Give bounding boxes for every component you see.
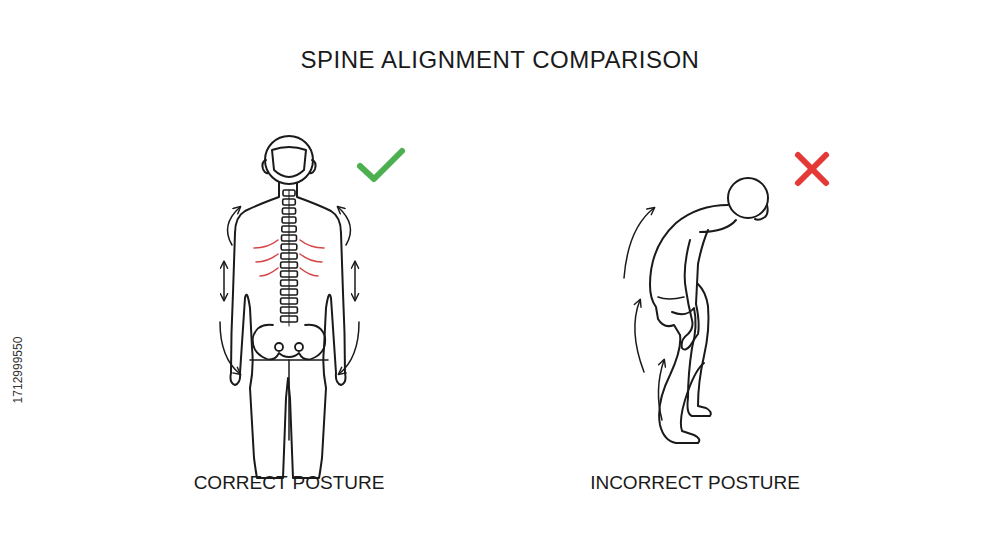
- incorrect-figure: [650, 178, 768, 443]
- spine-vertebrae: [281, 190, 298, 326]
- posture-label: INCORRECT POSTURE: [590, 472, 800, 494]
- movement-arrows: [220, 207, 359, 374]
- posture-arrows: [624, 208, 664, 420]
- stock-id-watermark: 1712999550: [11, 337, 25, 404]
- pelvis: [253, 325, 325, 360]
- rib-lines: [254, 240, 324, 276]
- posture-label: CORRECT POSTURE: [194, 472, 385, 494]
- correct-figure: [231, 136, 346, 478]
- check-mark: [360, 151, 402, 179]
- diagram-title: SPINE ALIGNMENT COMPARISON: [301, 46, 700, 74]
- cross-mark: [798, 155, 826, 183]
